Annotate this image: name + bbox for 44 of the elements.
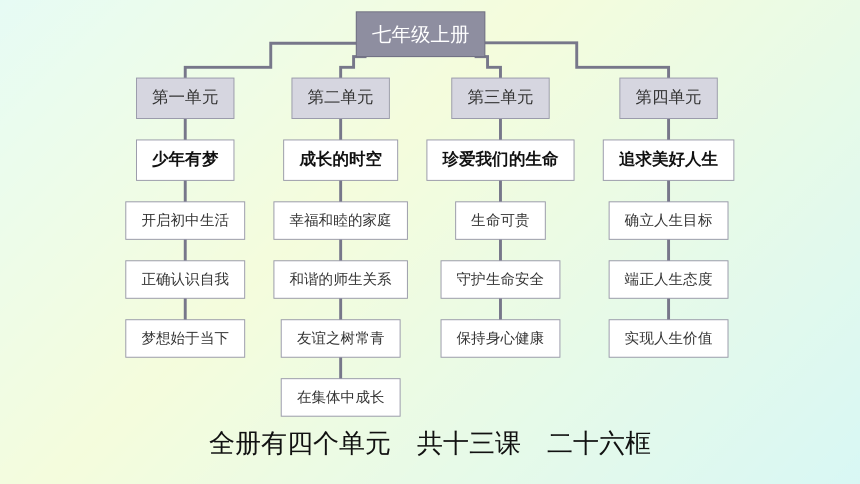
connector [499, 238, 502, 262]
node-box: 幸福和睦的家庭 [274, 201, 408, 240]
node-box: 开启初中生活 [125, 201, 246, 240]
connector [184, 117, 187, 142]
connector [499, 178, 502, 204]
node-box: 守护生命安全 [440, 260, 561, 299]
connector [499, 296, 502, 322]
node-box: 梦想始于当下 [125, 319, 246, 358]
connector [184, 178, 187, 204]
node-box: 追求美好人生 [602, 139, 735, 181]
node-box: 端正人生态度 [608, 260, 729, 299]
node-box: 确立人生目标 [608, 201, 729, 240]
connector [184, 238, 187, 262]
node-box: 和谐的师生关系 [274, 260, 408, 299]
connector [339, 178, 342, 204]
connector [667, 178, 670, 204]
connector [667, 296, 670, 322]
node-box: 在集体中成长 [280, 378, 401, 417]
connector [339, 296, 342, 322]
node-box: 七年级上册 [356, 11, 486, 58]
node-box: 第二单元 [292, 78, 390, 119]
node-box: 第四单元 [620, 78, 718, 119]
connector [339, 117, 342, 142]
node-box: 实现人生价值 [608, 319, 729, 358]
node-box: 珍爱我们的生命 [426, 139, 575, 181]
node-box: 第一单元 [136, 78, 235, 119]
connector [184, 296, 187, 322]
connector [339, 238, 342, 262]
node-box: 成长的时空 [283, 139, 398, 181]
node-box: 友谊之树常青 [280, 319, 401, 358]
connector [667, 117, 670, 142]
node-box: 生命可贵 [455, 201, 546, 240]
caption: 全册有四个单元 共十三课 二十六框 [209, 429, 651, 459]
connector [184, 42, 356, 80]
connector [339, 356, 342, 380]
node-box: 保持身心健康 [440, 319, 561, 358]
node-box: 第三单元 [451, 78, 550, 119]
connector [667, 238, 670, 262]
connector [485, 41, 670, 80]
node-box: 正确认识自我 [125, 260, 246, 299]
connector [339, 55, 367, 80]
connector [474, 55, 502, 80]
node-box: 少年有梦 [136, 139, 235, 181]
connector [499, 117, 502, 142]
